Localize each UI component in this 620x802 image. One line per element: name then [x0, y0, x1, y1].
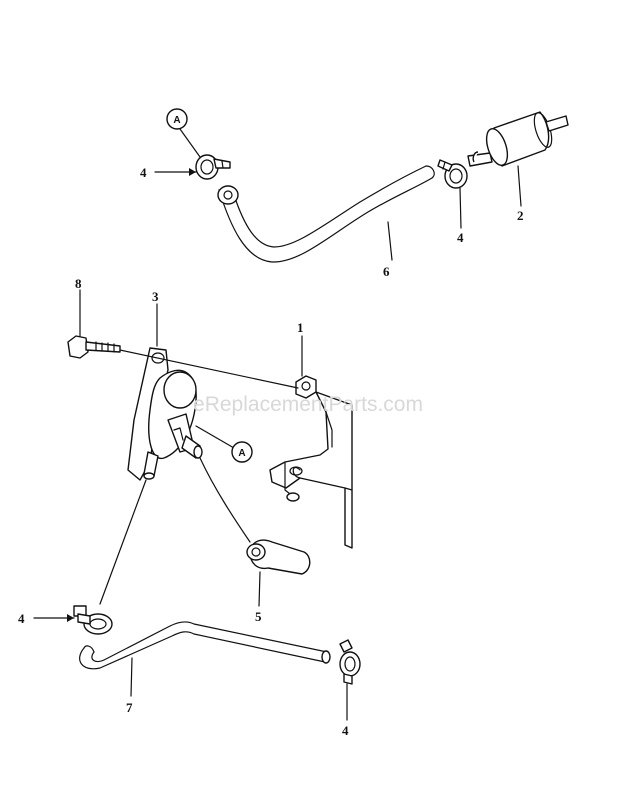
- fuel-filter: [467, 111, 569, 167]
- callout-label-4b: 4: [457, 230, 464, 245]
- callout-label-4c: 4: [18, 611, 25, 626]
- clamp-upper-right: [437, 159, 468, 189]
- callout-label-2: 2: [517, 208, 524, 223]
- callout-clamp-upper-right: 4: [457, 187, 464, 245]
- callout-elbow-hose: 5: [255, 571, 262, 624]
- upper-fuel-line: [218, 165, 435, 263]
- pump-to-clamp-leader: [99, 479, 147, 605]
- clamp-lower-left: [73, 605, 113, 635]
- callout-fuel-filter: 2: [517, 165, 524, 223]
- callout-pump-bracket: 1: [297, 320, 304, 377]
- callout-label-1: 1: [297, 320, 304, 335]
- bolt-alignment-line: [119, 349, 299, 389]
- elbow-hose: [199, 457, 311, 575]
- lower-fuel-line: [79, 621, 331, 670]
- clamp-upper-left: [195, 154, 231, 180]
- callout-label-6: 6: [383, 264, 390, 279]
- upper-hose-end: [217, 185, 239, 205]
- pump-bolt: [67, 335, 121, 359]
- reference-marker-pump-label: A: [238, 448, 245, 459]
- fuel-pump: [127, 347, 203, 481]
- bracket-nut: [295, 375, 317, 399]
- callout-label-4a: 4: [140, 165, 147, 180]
- callout-label-4d: 4: [342, 723, 349, 738]
- callout-label-3: 3: [152, 289, 159, 304]
- reference-marker-upper-label: A: [173, 115, 180, 126]
- callout-clamp-upper-left: 4: [140, 165, 197, 180]
- callout-label-8: 8: [75, 276, 82, 291]
- watermark: eReplacementParts.com: [193, 393, 423, 416]
- callout-label-7: 7: [126, 700, 133, 715]
- callout-clamp-lower-left: 4: [18, 611, 75, 626]
- callout-bolt: 8: [75, 276, 82, 337]
- callout-clamp-lower-right: 4: [342, 683, 349, 738]
- reference-marker-pump: A: [195, 425, 253, 463]
- pump-bracket: [269, 391, 353, 549]
- callout-label-5: 5: [255, 609, 262, 624]
- clamp-lower-right: [339, 639, 361, 685]
- reference-marker-upper: A: [166, 108, 201, 158]
- callout-fuel-pump: 3: [152, 289, 159, 347]
- callout-upper-fuel-line: 6: [383, 221, 393, 279]
- callout-lower-fuel-line: 7: [126, 657, 133, 715]
